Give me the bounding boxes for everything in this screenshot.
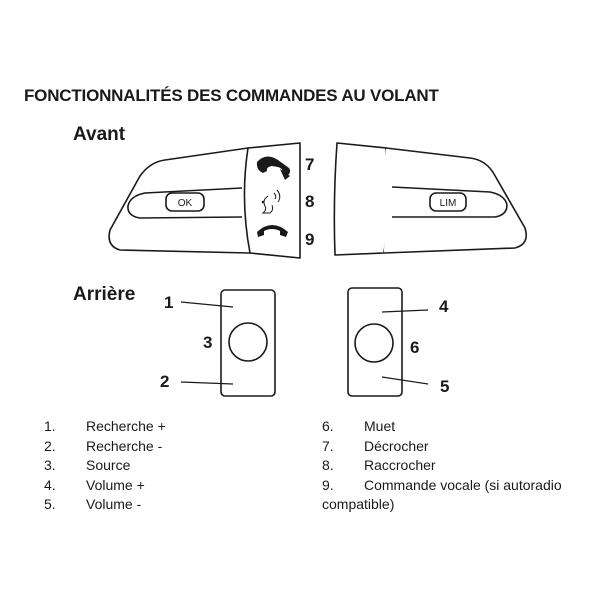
phone-pickup-icon — [256, 156, 291, 180]
callout-1: 1 — [164, 293, 173, 312]
section-front-label: Avant — [73, 124, 126, 145]
callout-5: 5 — [440, 377, 449, 396]
rear-right-control — [347, 287, 429, 397]
legend-item: 8.Raccrocher — [322, 457, 436, 473]
legend-right: 6.Muet 7.Décrocher 8.Raccrocher 9.Comman… — [322, 417, 562, 515]
callout-8: 8 — [305, 192, 314, 211]
section-rear-label: Arrière — [73, 284, 136, 305]
legend-item: 1.Recherche + — [44, 418, 166, 434]
callout-2: 2 — [160, 372, 169, 391]
legend-item-continuation: compatible) — [322, 496, 395, 512]
ok-button[interactable] — [165, 192, 205, 212]
source-button[interactable] — [228, 322, 268, 362]
callout-3: 3 — [203, 333, 212, 352]
legend-item: 7.Décrocher — [322, 437, 429, 454]
lim-button-label: LIM — [440, 198, 457, 209]
phone-hangup-icon — [257, 225, 288, 237]
legend-left: 1.Recherche + 2.Recherche - 3.Source 4.V… — [44, 417, 166, 515]
callout-6: 6 — [410, 338, 419, 357]
mute-button[interactable] — [354, 323, 394, 363]
legend-item: 4.Volume + — [44, 476, 145, 493]
callout-4: 4 — [439, 297, 449, 316]
callout-7: 7 — [305, 155, 314, 174]
legend-item: 6.Muet — [322, 418, 396, 434]
right-front-panel — [333, 142, 528, 256]
left-front-panel — [108, 142, 301, 259]
legend-item: 5.Volume - — [44, 496, 142, 512]
ok-button-label: OK — [178, 198, 193, 209]
lim-button[interactable] — [429, 192, 467, 212]
voice-command-icon — [261, 189, 281, 214]
legend-item: 2.Recherche - — [44, 437, 163, 454]
rear-left-control — [180, 289, 276, 397]
legend-item: 9.Commande vocale (si autoradio — [322, 476, 562, 493]
callout-9: 9 — [305, 230, 314, 249]
page-title: FONCTIONNALITÉS DES COMMANDES AU VOLANT — [24, 86, 439, 105]
legend-item: 3.Source — [44, 457, 131, 473]
